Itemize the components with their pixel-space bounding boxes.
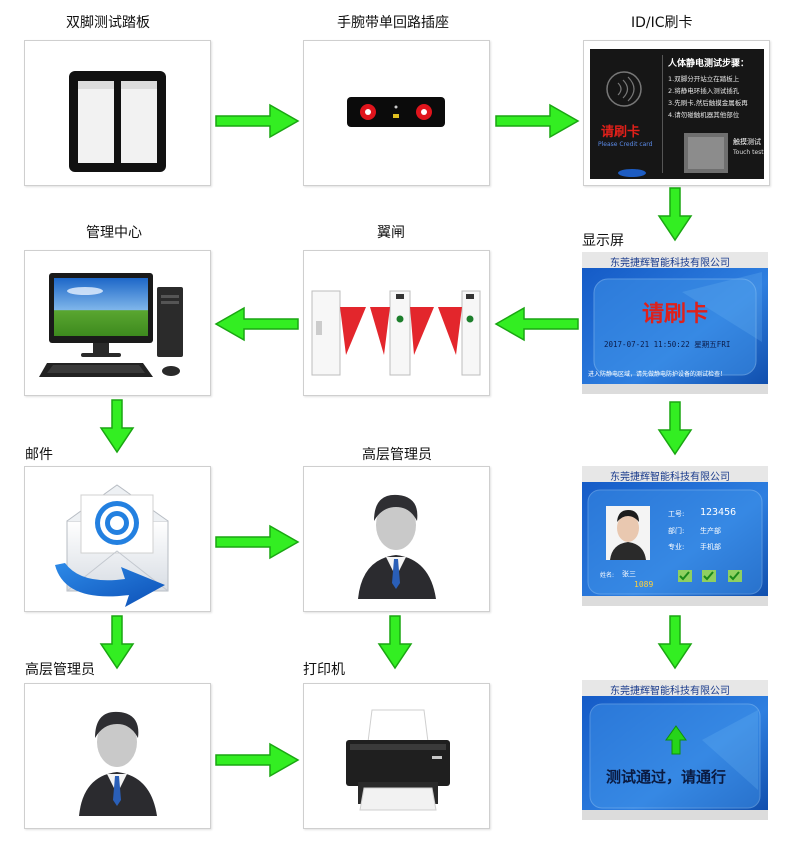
label-card: ID/IC刷卡 — [631, 15, 693, 31]
arrow-right-icon — [215, 524, 300, 560]
employee-job-label: 专业: — [668, 543, 685, 551]
senior-box-top — [303, 466, 490, 612]
card-heading: 人体静电测试步骤： — [668, 59, 750, 69]
arrow-down-icon — [657, 187, 693, 242]
pedal-box — [24, 40, 211, 186]
card-box: 人体静电测试步骤： 1.双脚分开站立在踏板上 2.将静电环插入测试插孔 3.先刷… — [583, 40, 770, 186]
card-swipe-en: Please Credit card — [598, 141, 653, 148]
wing-gate-icon — [311, 290, 481, 376]
arrow-down-icon — [99, 399, 135, 454]
wrist-socket-icon — [347, 97, 445, 127]
display-screen-info: 东莞捷辉智能科技有限公司 工号: 123456 部门: 生产部 专业: 手机部 … — [582, 466, 768, 606]
arrow-right-icon — [215, 103, 300, 139]
arrow-down-icon — [657, 401, 693, 456]
arrow-left-icon — [494, 306, 579, 342]
card-swipe-text: 请刷卡 — [601, 125, 641, 140]
manager-icon — [79, 711, 157, 816]
printer-box — [303, 683, 490, 829]
senior-box-bottom — [24, 683, 211, 829]
card-reader-panel — [590, 49, 764, 179]
card-touch-en: Touch test — [733, 149, 764, 156]
employee-count: 1089 — [634, 580, 654, 589]
card-steps: 1.双脚分开站立在踏板上 2.将静电环插入测试插孔 3.先刷卡,然后触摸金属板再… — [668, 73, 766, 121]
card-step: 3.先刷卡,然后触摸金属板再 — [668, 99, 748, 107]
label-display: 显示屏 — [582, 233, 624, 249]
mgmt-box — [24, 250, 211, 396]
label-mail: 邮件 — [25, 447, 53, 463]
mail-box — [24, 466, 211, 612]
display-pass-text: 测试通过，请通行 — [606, 768, 727, 786]
display-screen-pass: 东莞捷辉智能科技有限公司 测试通过，请通行 — [582, 680, 768, 820]
display-company: 东莞捷辉智能科技有限公司 — [610, 686, 730, 697]
label-senior-top: 高层管理员 — [362, 447, 432, 463]
arrow-down-icon — [657, 615, 693, 670]
card-step: 1.双脚分开站立在踏板上 — [668, 75, 740, 83]
display-datetime: 2017-07-21 11:50:22 星期五FRI — [604, 340, 731, 349]
employee-name-label: 姓名: — [600, 572, 615, 579]
display-screen-prompt: 东莞捷辉智能科技有限公司 请刷卡 2017-07-21 11:50:22 星期五… — [582, 252, 768, 394]
manager-icon — [358, 494, 436, 599]
card-touch-text: 触摸测试 — [733, 138, 761, 146]
display-prompt: 请刷卡 — [642, 302, 709, 327]
arrow-right-icon — [495, 103, 580, 139]
label-pedal: 双脚测试踏板 — [66, 15, 150, 31]
arrow-right-icon — [215, 742, 300, 778]
label-printer: 打印机 — [303, 662, 345, 678]
employee-name-value: 张三 — [622, 570, 636, 578]
email-icon — [55, 484, 169, 607]
gate-box — [303, 250, 490, 396]
label-senior-bottom: 高层管理员 — [25, 662, 95, 678]
employee-dept-label: 部门: — [668, 527, 685, 535]
card-step: 2.将静电环插入测试插孔 — [668, 87, 740, 95]
arrow-down-icon — [99, 615, 135, 670]
employee-dept-value: 生产部 — [700, 527, 721, 535]
employee-id-label: 工号: — [668, 510, 685, 518]
display-company: 东莞捷辉智能科技有限公司 — [610, 258, 730, 269]
label-mgmt: 管理中心 — [86, 225, 142, 241]
wrist-box — [303, 40, 490, 186]
employee-id-value: 123456 — [700, 507, 737, 518]
display-company: 东莞捷辉智能科技有限公司 — [610, 472, 730, 483]
computer-icon — [39, 273, 183, 377]
display-footer: 进入防静电区域，请先做静电防护设备的测试检查！ — [588, 371, 727, 378]
label-wrist: 手腕带单回路插座 — [337, 15, 449, 31]
label-gate: 翼闸 — [377, 225, 405, 241]
arrow-left-icon — [214, 306, 299, 342]
card-step: 4.请勿碰触机器其他部位 — [668, 111, 740, 119]
arrow-down-icon — [377, 615, 413, 670]
pedal-icon — [69, 71, 166, 172]
employee-job-value: 手机部 — [700, 543, 721, 551]
printer-icon — [346, 709, 450, 811]
